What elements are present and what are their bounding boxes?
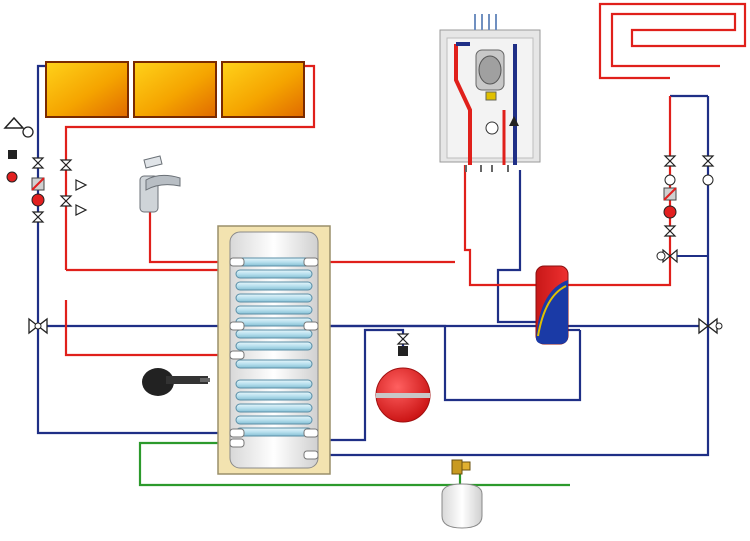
cold-pipes — [36, 64, 710, 457]
tap-feed-pipe — [148, 205, 232, 264]
underfloor-flow-pipe — [565, 96, 672, 287]
pump-station-icon — [3, 116, 88, 223]
mixing-valve-icon — [698, 317, 723, 335]
solar-panel-icon — [221, 61, 305, 118]
mixing-valve-icon — [28, 317, 48, 335]
solar-collectors — [45, 61, 305, 118]
expansion-vessel-icon — [375, 333, 431, 423]
storage-tank-icon — [217, 225, 331, 475]
cold-supply-pipe — [138, 441, 570, 487]
expansion-vessel-icon — [441, 459, 483, 529]
solar-return-pipe — [36, 64, 232, 435]
buffer-cylinder-icon — [535, 265, 569, 345]
solar-panel-icon — [45, 61, 129, 118]
right-return-pipe — [318, 155, 710, 457]
green-pipes — [138, 441, 570, 487]
boiler-return-pipe — [496, 170, 538, 324]
tank-coil-bottom — [235, 379, 313, 437]
faucet-icon — [139, 155, 181, 213]
immersion-heater-icon — [142, 368, 210, 396]
solar-panel-icon — [133, 61, 217, 118]
underfloor-pump-group — [656, 155, 715, 264]
boiler-flow-pipe — [468, 262, 538, 287]
underfloor-loop-pipe — [598, 2, 747, 80]
gas-boiler-icon — [439, 14, 541, 172]
solar-flow-pipe — [64, 64, 316, 270]
